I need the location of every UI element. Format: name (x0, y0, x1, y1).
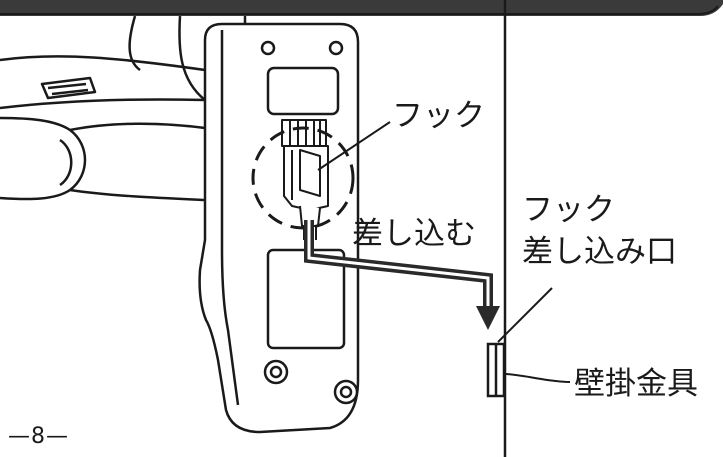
wall-bracket (486, 342, 506, 398)
wall-bracket-label: 壁掛金具 (574, 366, 698, 402)
header-band (0, 0, 723, 16)
hook-slot-label-line1: フック (522, 192, 615, 228)
insert-arrow (304, 220, 500, 330)
insert-label: 差し込む (352, 216, 476, 252)
hook-leader-line (317, 121, 391, 171)
hook-slot-label-line2: 差し込み口 (522, 234, 677, 270)
device-housing (0, 15, 247, 202)
hook-mechanism (281, 119, 329, 240)
hook-highlight-circle (251, 126, 355, 230)
page-number: —8— (8, 424, 69, 449)
mounting-plate (198, 22, 360, 434)
wall-bracket-leader-line (505, 373, 571, 383)
hook-label: フック (392, 98, 485, 134)
hook-slot-leader-line (497, 287, 553, 343)
